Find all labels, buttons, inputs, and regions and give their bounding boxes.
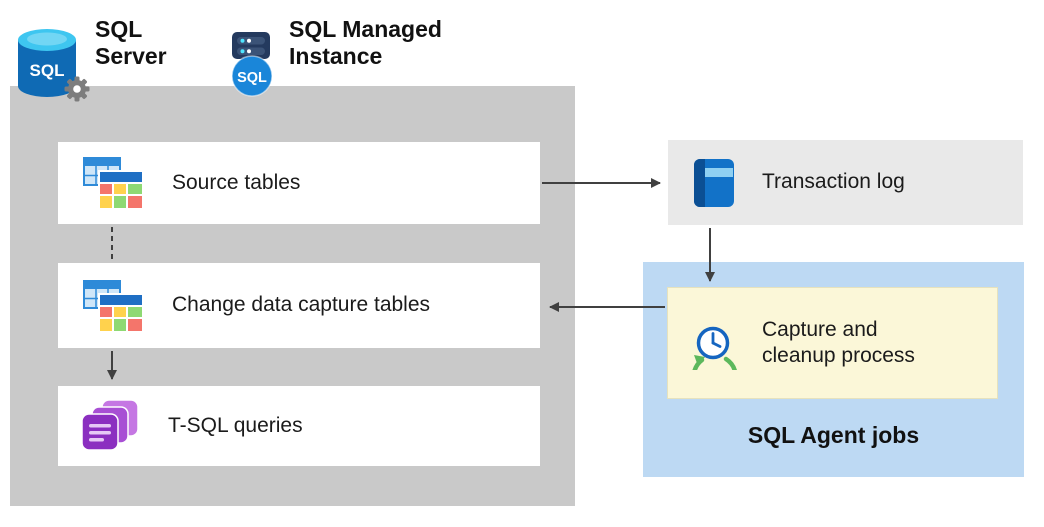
sql-managed-instance-title: SQL Managed Instance xyxy=(289,16,442,70)
cdc-tables-node: Change data capture tables xyxy=(58,263,540,348)
tsql-queries-label: T-SQL queries xyxy=(168,413,303,437)
source-tables-label: Source tables xyxy=(172,170,301,194)
sql-agent-jobs-label: SQL Agent jobs xyxy=(747,422,920,448)
capture-cleanup-process-label: Capture and cleanup process xyxy=(762,317,915,367)
cdc-tables-label: Change data capture tables xyxy=(172,293,431,317)
transaction-log-label: Transaction log xyxy=(762,170,905,194)
queries-icon xyxy=(82,400,140,452)
sql-managed-instance-icon: SQL xyxy=(218,32,286,98)
sql-server-title: SQL Server xyxy=(95,16,167,70)
tables-icon xyxy=(82,279,144,333)
sql-managed-instance-icon-text: SQL xyxy=(237,70,267,86)
gear-icon xyxy=(64,76,90,102)
tsql-queries-node: T-SQL queries xyxy=(58,386,540,466)
source-tables-node: Source tables xyxy=(58,142,540,224)
scheduled-process-clock-icon xyxy=(686,316,740,370)
sql-server-icon-text: SQL xyxy=(30,61,65,80)
transaction-log-node: Transaction log xyxy=(668,140,1023,225)
log-book-icon xyxy=(692,157,736,209)
tables-icon xyxy=(82,156,144,210)
sql-agent-jobs-group: Capture and cleanup process SQL Agent jo… xyxy=(643,262,1024,477)
sql-server-icon: SQL xyxy=(14,26,92,106)
capture-cleanup-process-node: Capture and cleanup process xyxy=(667,287,998,399)
